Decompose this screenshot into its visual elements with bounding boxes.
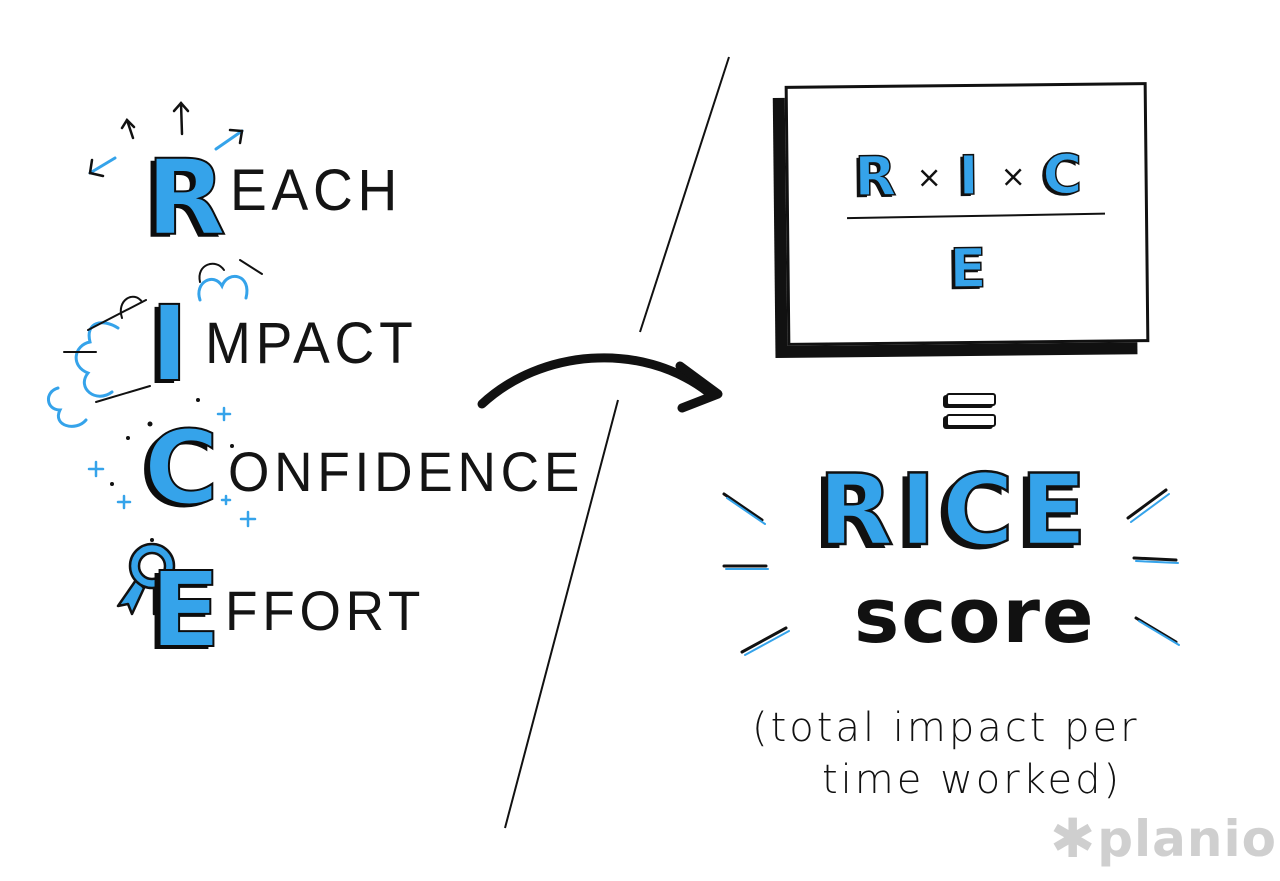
logo-asterisk-icon: ✱ <box>1050 807 1096 870</box>
caption-line-2: time worked) <box>822 757 1123 803</box>
confidence-label: ONFIDENCE <box>228 440 585 503</box>
impact-initial: I <box>149 283 190 405</box>
logo-text: planio <box>1097 810 1278 868</box>
impact-label: MPACT <box>205 311 418 376</box>
planio-logo: ✱ planio <box>1050 812 1277 866</box>
caption-line-1: (total impact per <box>752 705 1140 751</box>
effort-label: FFORT <box>225 579 426 642</box>
rice-title: RICE <box>817 454 1093 568</box>
equals-sign-top <box>946 393 996 406</box>
score-label: score <box>854 571 1096 660</box>
reach-label: EACH <box>230 158 403 223</box>
effort-initial: E <box>149 549 222 671</box>
reach-initial: R <box>145 137 227 259</box>
confidence-initial: C <box>143 409 220 528</box>
equals-sign-bottom <box>946 414 996 427</box>
